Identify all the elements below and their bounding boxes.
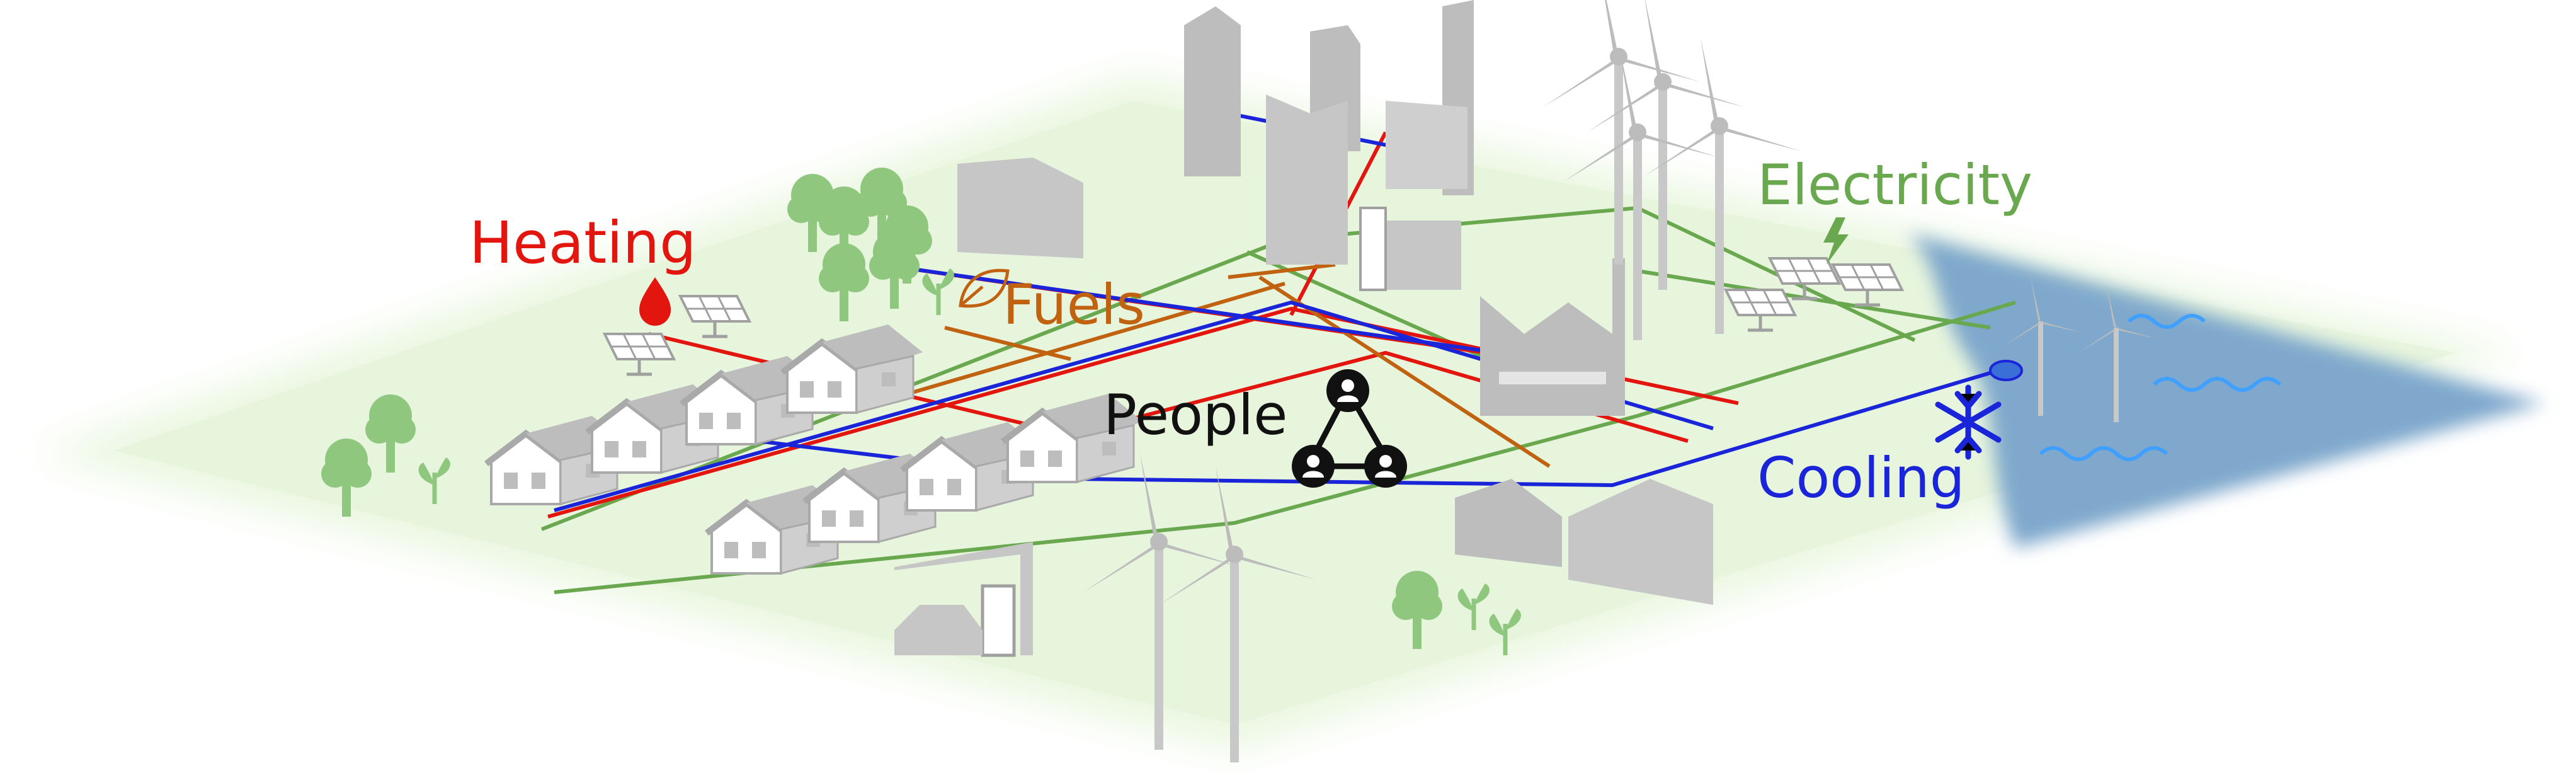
ground-plane-core xyxy=(113,101,2456,725)
leaf-icon xyxy=(959,268,1010,308)
fuels-label: Fuels xyxy=(1003,272,1146,337)
office-buildings xyxy=(957,0,1474,265)
electricity-label: Electricity xyxy=(1757,152,2033,217)
waves xyxy=(2039,314,2282,461)
intake-node xyxy=(1989,360,2023,381)
ev-charging-station xyxy=(894,207,1461,657)
snowflake-icon xyxy=(1935,384,2002,460)
lightning-icon xyxy=(1823,217,1849,265)
cooling-label: Cooling xyxy=(1757,445,1965,510)
heating-label: Heating xyxy=(469,209,697,277)
drop-icon xyxy=(639,277,671,326)
factory xyxy=(1480,258,1625,416)
water-body xyxy=(1908,233,2545,548)
warehouses xyxy=(1455,479,1713,605)
people-network-icon xyxy=(1292,369,1407,488)
people-label: People xyxy=(1103,382,1288,447)
